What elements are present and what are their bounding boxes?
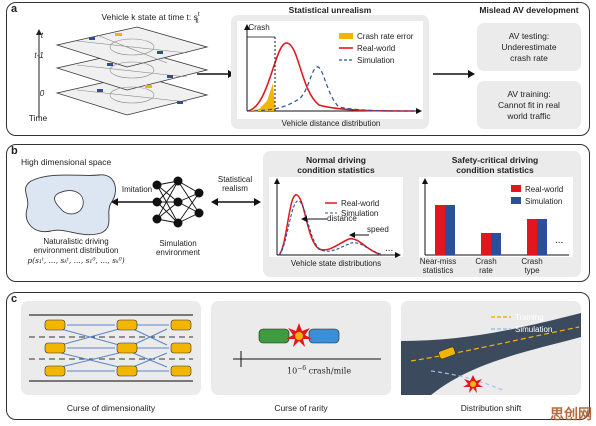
distance-distribution-chart (244, 24, 422, 114)
legend-real-world-b1: Real-world (341, 199, 380, 208)
curse-dimensionality-label: Curse of dimensionality (66, 403, 156, 413)
av-testing-line3: crash rate (510, 53, 548, 63)
panel-a: a Vehicle k state at time t: stk t t-1 0… (6, 2, 590, 136)
bar-label-nearmiss-2: statistics (422, 266, 454, 275)
speed-annotation: speed (367, 225, 389, 234)
bar-nearmiss-sim (445, 205, 455, 255)
normal-title-line2: condition statistics (297, 165, 375, 175)
safety-title-line2: condition statistics (456, 165, 534, 175)
panel-label-a: a (11, 3, 18, 15)
state-distribution-xlabel: Vehicle state distributions (290, 259, 382, 268)
panel-c: c Curse of dimensionality 10−6 (6, 292, 590, 420)
naturalistic-line1: Naturalistic driving (43, 237, 109, 246)
stat-realism-line1: Statistical (217, 175, 253, 184)
av-testing-box (477, 23, 581, 71)
naturalistic-line2: environment distribution (33, 246, 119, 255)
rarity-box (211, 301, 391, 395)
highway-multi-vehicle-scene (29, 314, 193, 382)
vehicle-state-title: Vehicle k state at time t: stk (101, 12, 200, 25)
bar-label-crashtype-2: type (524, 266, 540, 275)
time-tick-t-1: t-1 (34, 51, 44, 60)
distribution-shift-scene (401, 313, 581, 395)
legend-crash-rate-error: Crash rate error (357, 32, 414, 41)
dots-b1: ... (385, 243, 394, 254)
legend-simulation-a: Simulation (357, 56, 395, 65)
hd-space-label: High dimensional space (21, 157, 112, 167)
distribution-shift-label: Distribution shift (460, 403, 522, 413)
av-testing-line2: Underestimate (501, 42, 557, 52)
legend-simulation-b2: Simulation (525, 197, 563, 206)
av-training-line3: world traffic (507, 111, 551, 121)
statistical-unrealism-title: Statistical unrealism (288, 5, 372, 15)
safety-bar-chart (422, 178, 569, 256)
crash-label: Crash (248, 23, 270, 32)
neural-network-icon (152, 176, 204, 228)
legend-simulation-b1: Simulation (341, 209, 379, 218)
time-tick-0: 0 (39, 89, 45, 98)
bar-label-nearmiss-1: Near-miss (419, 257, 457, 266)
distance-annotation: distance (327, 214, 357, 223)
av-testing-line1: AV testing: (508, 31, 550, 41)
safety-title-line1: Safety-critical driving (451, 155, 539, 165)
stat-realism-line2: realism (222, 184, 248, 193)
panel-label-c: c (11, 293, 18, 305)
crash-rate-text: 10−6 crash/mile (287, 365, 352, 376)
bar-label-crashrate-1: Crash (475, 257, 497, 266)
watermark: 思创网 (550, 407, 592, 423)
dots-b2: ... (555, 235, 564, 246)
legend-real-world-a: Real-world (357, 44, 396, 53)
hd-space-blob (25, 174, 116, 236)
legend-real-world-b2: Real-world (525, 185, 564, 194)
curse-rarity-label: Curse of rarity (274, 403, 328, 413)
av-training-line2: Cannot fit in real (498, 100, 560, 110)
distribution-formula: p(s₁ᵗ, ..., sₖᵗ, ..., s₁⁰, ..., sₖ⁰) (27, 256, 125, 265)
stat-realism-arrow (211, 198, 261, 206)
bar-nearmiss-real (435, 205, 445, 255)
state-plot-bg (269, 177, 403, 257)
vehicle-distance-xlabel: Vehicle distance distribution (281, 119, 381, 128)
bar-label-crashrate-2: rate (479, 266, 493, 275)
panel-b: b High dimensional space Naturalistic dr… (6, 144, 590, 282)
bar-crashtype-sim (537, 219, 547, 255)
time-axis-label: Time (28, 113, 48, 123)
imitation-label: Imitation (121, 185, 153, 194)
stacked-road-layers (36, 26, 209, 118)
legend-training: Training (515, 313, 544, 322)
sim-env-line1: Simulation (159, 239, 197, 248)
mislead-av-title: Mislead AV development (479, 5, 579, 15)
legend-a-swatches (339, 33, 353, 61)
av-training-box (477, 81, 581, 129)
panel-label-b: b (11, 145, 18, 157)
sim-env-line2: environment (155, 248, 201, 257)
bar-crashtype-real (527, 219, 537, 255)
time-tick-t: t (40, 31, 44, 40)
rarity-crash-scene (233, 323, 381, 367)
bar-crashrate-sim (491, 233, 501, 255)
legend-simulation-c: Simulation (515, 325, 553, 334)
state-distribution-chart (274, 178, 401, 258)
arrow-a2 (433, 70, 475, 78)
av-training-line1: AV training: (507, 89, 551, 99)
bar-crashrate-real (481, 233, 491, 255)
bar-label-crashtype-1: Crash (521, 257, 543, 266)
normal-title-line1: Normal driving (306, 155, 366, 165)
